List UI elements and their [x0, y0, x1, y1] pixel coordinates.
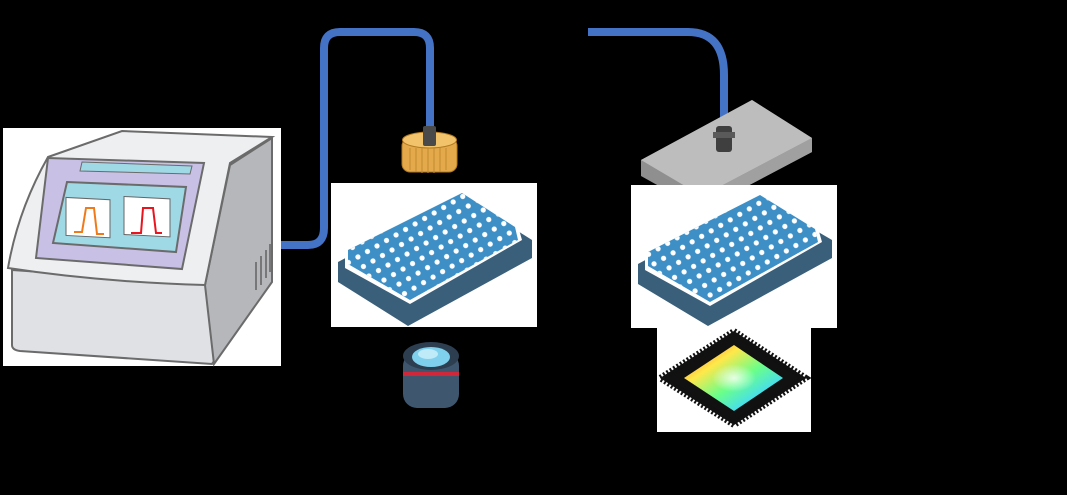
lens-icon [403, 342, 459, 408]
connector-icon [401, 126, 458, 173]
instrument-icon [3, 128, 281, 367]
well-plate-left [331, 183, 537, 327]
tube-right [588, 28, 728, 128]
well-plate-right [631, 185, 837, 328]
pulse-red-icon [131, 207, 162, 234]
tube-left [272, 28, 434, 249]
pulse-orange-icon [74, 207, 104, 235]
chip-icon [654, 327, 812, 432]
